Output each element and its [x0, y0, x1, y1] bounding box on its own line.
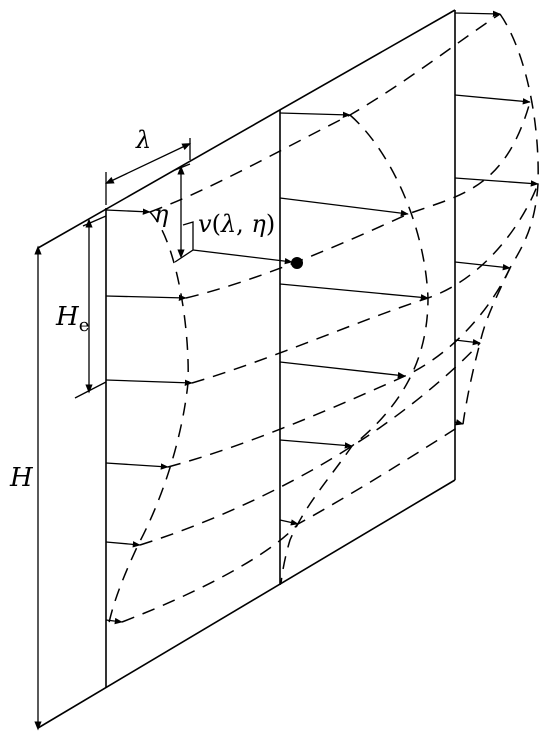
velocity-arrow [454, 10, 501, 18]
spanwise-curve [191, 183, 539, 384]
velocity-arrow [279, 361, 406, 379]
local-coordinates: λ η v(λ, η) [104, 126, 303, 269]
profile-curve [107, 211, 189, 629]
velocity-arrow [105, 541, 141, 548]
velocity-arrow [454, 338, 481, 346]
eta-label: η [154, 200, 169, 228]
profile-curve [462, 13, 539, 425]
velocity-arrow [279, 283, 429, 301]
panel-bottom-edge [37, 479, 456, 729]
spanwise-curve [185, 101, 531, 299]
velocity-arrow [105, 208, 151, 215]
spanwise-profiles [121, 13, 539, 623]
point-leader [174, 221, 194, 263]
he-label: He [55, 302, 89, 336]
profile-section-2 [279, 111, 429, 584]
he-tick-bottom [74, 381, 107, 399]
velocity-arrow [105, 294, 187, 302]
panel-outline [37, 9, 456, 729]
spanwise-curve [167, 267, 511, 468]
lambda-label: λ [135, 126, 151, 154]
profile-section-1 [105, 208, 193, 629]
velocity-arrow [105, 379, 193, 386]
velocity-arrow [279, 519, 299, 526]
panel-top-edge [37, 9, 456, 249]
velocity-arrow [279, 197, 409, 217]
profile-curve [280, 114, 429, 584]
velocity-label: v(λ, η) [198, 210, 275, 238]
velocity-arrow [454, 177, 539, 187]
velocity-arrow [454, 94, 531, 105]
velocity-arrow [105, 617, 123, 625]
spanwise-curve [149, 13, 501, 213]
velocity-arrow [105, 462, 169, 470]
h-dimension: H [9, 245, 42, 731]
velocity-arrow [279, 439, 353, 449]
he-dimension: He [55, 215, 107, 399]
lambda-dimension [104, 143, 192, 184]
point-marker [291, 257, 303, 269]
spanwise-curve [139, 342, 481, 546]
profile-section-3 [454, 10, 539, 426]
velocity-arrow [279, 111, 351, 118]
point-velocity-arrow [192, 249, 293, 265]
velocity-arrow [454, 419, 464, 426]
h-label: H [9, 463, 34, 493]
spanwise-curve [121, 423, 464, 623]
